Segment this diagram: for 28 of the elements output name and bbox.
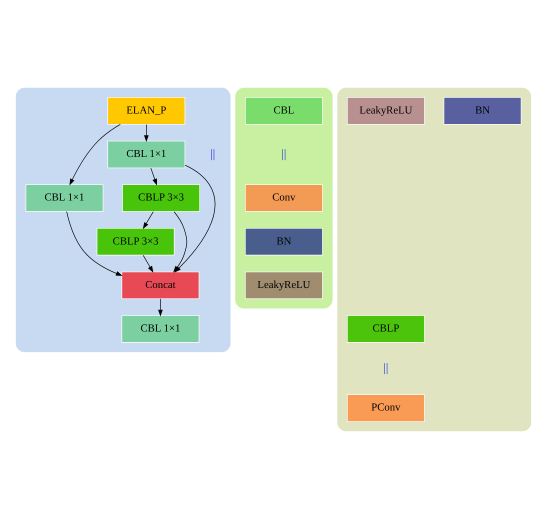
- arrow: [142, 211, 154, 230]
- node-box: BN: [244, 228, 323, 256]
- arrow: [69, 124, 121, 186]
- cluster: [16, 88, 231, 352]
- cluster: [337, 88, 532, 432]
- node-box: CBLP: [346, 315, 425, 343]
- node-box: BN: [444, 97, 522, 125]
- node-box: Conv: [244, 184, 323, 212]
- label: ||: [383, 360, 388, 374]
- node-box: PConv: [346, 394, 425, 422]
- node-box: Concat: [122, 272, 200, 300]
- arrow: [66, 211, 123, 276]
- cluster: [235, 88, 333, 308]
- node-box: CBL 1×1: [26, 184, 104, 212]
- node-box: LeakyReLU: [346, 97, 425, 125]
- node-box: ELAN_P: [107, 97, 186, 125]
- arrow: [150, 168, 157, 186]
- node-box: CBLP 3×3: [122, 184, 200, 212]
- label: ||: [281, 146, 286, 160]
- node-box: CBL 1×1: [107, 140, 186, 168]
- arrow: [158, 298, 163, 316]
- node-box: LeakyReLU: [244, 272, 323, 300]
- arrow: [142, 254, 154, 273]
- arrow: [144, 124, 149, 142]
- label: ||: [210, 146, 216, 160]
- node-box: CBL 1×1: [122, 315, 200, 343]
- node-box: CBL: [244, 97, 323, 125]
- node-box: CBLP 3×3: [96, 228, 175, 256]
